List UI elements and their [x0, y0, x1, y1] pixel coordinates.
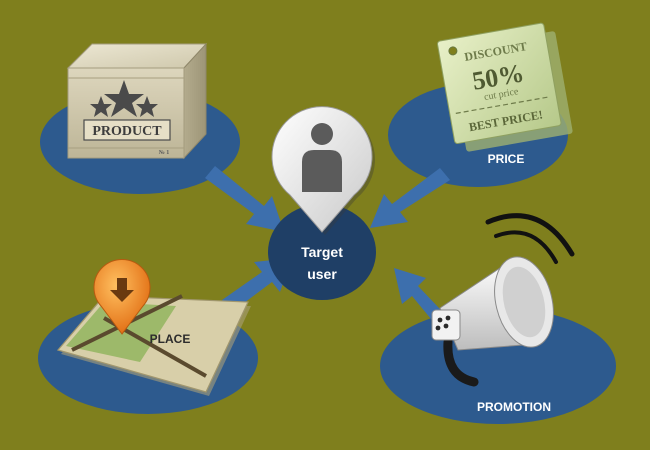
product-box-text: PRODUCT [92, 124, 162, 139]
price-label: PRICE [488, 152, 525, 166]
megaphone-icon [431, 213, 575, 387]
sound-wave-icon [494, 230, 558, 264]
star-icon [104, 80, 144, 117]
place-map-icon [56, 294, 251, 396]
promotion-label: PROMOTION [477, 400, 551, 414]
user-body-icon [302, 150, 342, 192]
place-label: PLACE [150, 332, 191, 346]
center-label-line1: Target [301, 244, 343, 260]
center-label-line2: user [307, 266, 337, 282]
user-pin-icon [271, 106, 375, 235]
place-pin-icon [93, 258, 151, 335]
download-arrow-icon [110, 290, 134, 302]
center-node [268, 204, 376, 300]
star-icon [90, 96, 112, 117]
product-box-small: № 1 [159, 150, 170, 156]
price-tag-icon: DISCOUNT 50% cut price BEST PRICE! [437, 22, 573, 152]
product-box-icon: PRODUCT № 1 [66, 42, 208, 160]
star-icon [136, 96, 158, 117]
arrow-price [370, 168, 450, 228]
arrow-product [205, 166, 284, 232]
sound-wave-icon [485, 213, 575, 257]
user-head-icon [311, 123, 333, 145]
